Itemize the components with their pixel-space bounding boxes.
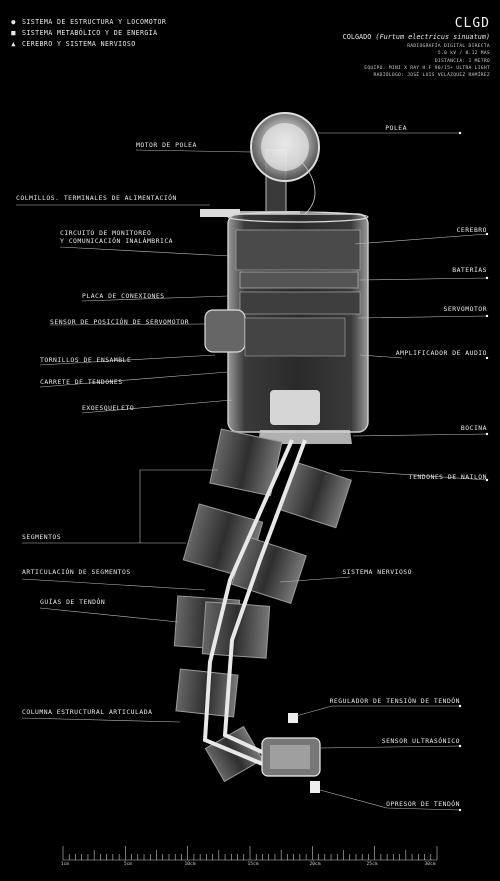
- legend-text: SISTEMA METABÓLICO Y DE ENERGÍA: [22, 29, 158, 37]
- square-icon: ■: [11, 29, 16, 37]
- exoskeleton-body: [204, 211, 369, 444]
- ruler-label: 25cm: [366, 862, 378, 867]
- label-motor-polea: MOTOR DE POLEA: [136, 141, 197, 149]
- specimen-name: COLGADO (Furtum electricus sinuatum): [342, 33, 490, 41]
- ruler-ticks: [62, 846, 438, 860]
- label-placa: PLACA DE CONEXIONES: [82, 292, 165, 300]
- legend-item: ▲ CEREBRO Y SISTEMA NERVIOSO: [10, 39, 166, 50]
- label-opresor: OPRESOR DE TENDÓN: [386, 800, 460, 808]
- ruler-label: 5cm: [123, 862, 133, 867]
- specimen-code: CLGD: [454, 16, 490, 31]
- label-articulacion: ARTICULACIÓN DE SEGMENTOS: [22, 568, 131, 576]
- legend-item: ■ SISTEMA METABÓLICO Y DE ENERGÍA: [10, 28, 166, 39]
- label-sensor-ultra: SENSOR ULTRASÓNICO: [381, 737, 460, 745]
- label-carrete: CARRETE DE TENDONES: [40, 378, 123, 386]
- ruler-label: 1cm: [60, 862, 70, 867]
- label-guias: GUÍAS DE TENDÓN: [40, 598, 106, 606]
- label-bocina: BOCINA: [460, 424, 487, 432]
- label-tendones-nailon: TENDONES DE NAILON: [408, 473, 487, 481]
- label-colmillos: COLMILLOS. TERMINALES DE ALIMENTACIÓN: [16, 194, 177, 202]
- label-polea: POLEA: [385, 124, 407, 132]
- label-segmentos: SEGMENTOS: [22, 533, 62, 541]
- tendons: [202, 439, 307, 767]
- pulley: [250, 112, 320, 215]
- ruler-label: 10cm: [184, 862, 196, 867]
- label-amplificador: AMPLIFICADOR DE AUDIO: [395, 349, 487, 357]
- legend: ● SISTEMA DE ESTRUCTURA Y LOCOMOTOR ■ SIST…: [10, 17, 166, 50]
- label-servomotor: SERVOMOTOR: [443, 305, 487, 313]
- specimen-header: CLGD COLGADO (Furtum electricus sinuatum…: [343, 16, 490, 79]
- label-circuito-1: CIRCUITO DE MONITOREO: [60, 229, 152, 237]
- ruler-label: 20cm: [309, 862, 321, 867]
- label-regulador: REGULADOR DE TENSIÓN DE TENDÓN: [329, 697, 460, 705]
- ultrasonic-sensor: [261, 713, 321, 793]
- circle-icon: ●: [11, 18, 16, 26]
- legend-text: CEREBRO Y SISTEMA NERVIOSO: [22, 40, 136, 48]
- triangle-icon: ▲: [11, 40, 16, 48]
- ruler-label: 30cm: [424, 862, 436, 867]
- tail-segments: [173, 428, 352, 783]
- label-sensor-posicion: SENSOR DE POSICIÓN DE SERVOMOTOR: [50, 318, 190, 326]
- label-baterias: BATERÍAS: [452, 266, 487, 274]
- legend-item: ● SISTEMA DE ESTRUCTURA Y LOCOMOTOR: [10, 17, 166, 28]
- leader-lines: [16, 132, 488, 811]
- label-tornillos: TORNILLOS DE ENSAMBLE: [40, 356, 132, 364]
- label-cerebro: CEREBRO: [456, 226, 487, 234]
- label-circuito-2: Y COMUNICACIÓN INALÁMBRICA: [60, 237, 174, 245]
- label-columna: COLUMNA ESTRUCTURAL ARTICULADA: [22, 708, 153, 716]
- ruler-label: 15cm: [247, 862, 259, 867]
- legend-text: SISTEMA DE ESTRUCTURA Y LOCOMOTOR: [22, 18, 167, 26]
- label-sistema-nervioso: SISTEMA NERVIOSO: [342, 568, 412, 576]
- label-exoesqueleto: EXOESQUELETO: [82, 404, 135, 412]
- label-dots: [458, 131, 489, 812]
